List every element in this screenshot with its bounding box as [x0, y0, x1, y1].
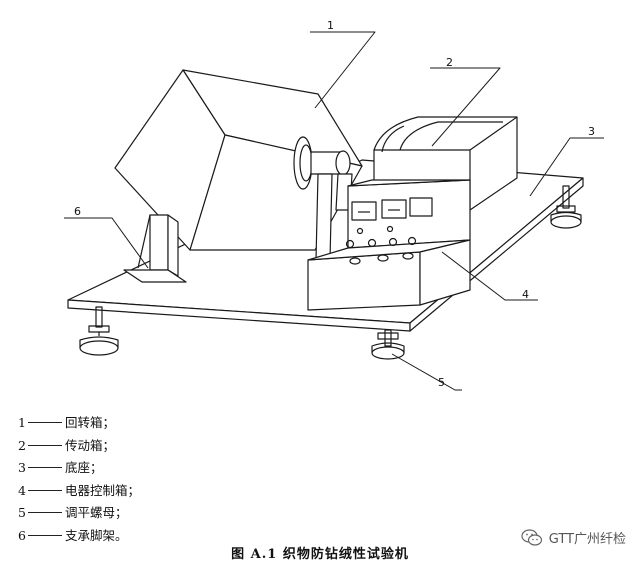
- machine-drawing: 1 2 3 4 5 6: [64, 19, 604, 391]
- figure-caption: 图 A.1 织物防钻绒性试验机: [231, 547, 409, 562]
- callout-4: 4: [522, 288, 529, 301]
- callout-numbers: 1 2 3 4 5 6: [74, 19, 595, 389]
- callout-5: 5: [438, 376, 445, 389]
- leveling-foot: [371, 329, 405, 360]
- leader-lines: [64, 31, 604, 391]
- callout-6: 6: [74, 205, 81, 218]
- callout-3: 3: [588, 125, 595, 138]
- support-stand: [123, 214, 187, 283]
- drive-shaft: [293, 136, 353, 261]
- leveling-foot: [79, 306, 119, 356]
- callout-2: 2: [446, 56, 453, 69]
- control-box: [307, 179, 471, 311]
- wechat-icon: [521, 528, 542, 546]
- callout-1: 1: [327, 19, 334, 32]
- transmission-box: [373, 116, 518, 211]
- leveling-foot: [550, 185, 582, 229]
- watermark: GTT广州纤检: [521, 528, 626, 547]
- watermark-text: GTT广州纤检: [548, 532, 626, 547]
